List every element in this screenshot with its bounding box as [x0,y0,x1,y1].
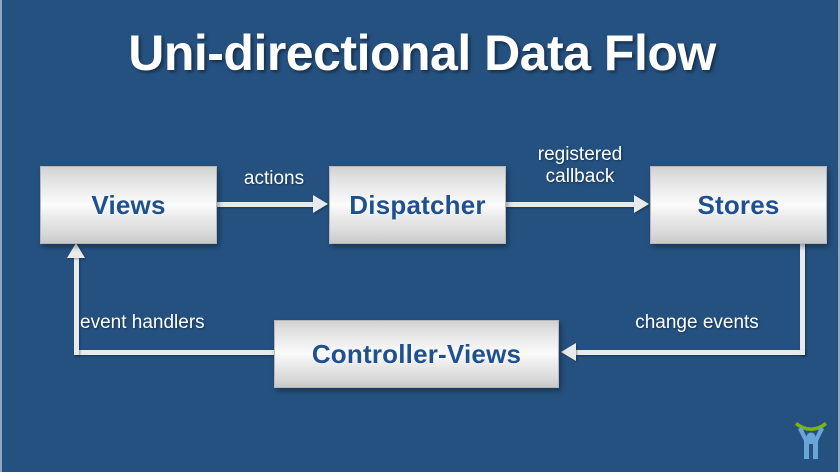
edge-label-actions: actions [243,168,305,189]
node-stores[interactable]: Stores [650,166,827,244]
edge-label-registered-callback: registered callback [537,144,623,187]
edge-stores-to-controller-vertical [800,243,805,355]
edge-views-to-dispatcher-shaft [217,202,315,207]
node-dispatcher-label: Dispatcher [349,189,486,220]
arrow-left-icon [561,343,576,361]
arrow-right-icon [634,195,649,213]
edge-label-event-handlers: event handlers [80,312,205,333]
node-controller-views[interactable]: Controller-Views [274,320,559,388]
page-title: Uni-directional Data Flow [128,25,716,81]
edge-label-change-events: change events [635,312,759,333]
person-with-raised-arms-logo [795,422,827,459]
arrow-right-icon [313,195,328,213]
node-views-label: Views [91,189,166,220]
edge-controller-to-views-vertical [74,258,79,355]
node-controller-views-label: Controller-Views [311,338,522,369]
edge-dispatcher-to-stores-shaft [506,202,636,207]
edge-stores-to-controller-horizontal [576,350,805,355]
node-views[interactable]: Views [40,166,217,244]
edge-controller-to-views-horizontal [74,350,276,355]
arrow-up-icon [67,243,85,258]
node-dispatcher[interactable]: Dispatcher [329,166,506,244]
node-stores-label: Stores [697,189,780,220]
